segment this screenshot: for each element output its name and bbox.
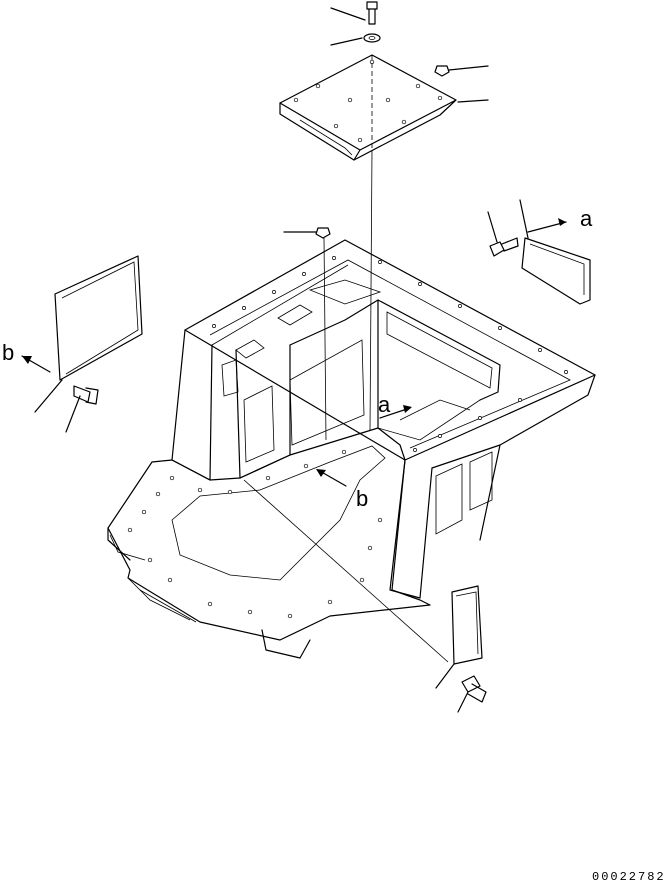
arrow-b-lower — [316, 469, 347, 487]
lower-access-cover[interactable] — [435, 585, 483, 689]
arrow-b-left — [21, 355, 51, 373]
right-access-cover[interactable] — [519, 199, 591, 305]
top-bolt[interactable] — [330, 1, 378, 25]
top-cover-plate[interactable] — [279, 54, 457, 161]
arrow-a-right — [527, 218, 567, 233]
center-nut[interactable] — [283, 227, 331, 239]
left-cover-leader — [34, 379, 63, 413]
left-access-cover[interactable] — [54, 255, 143, 381]
floor-plate-holes — [127, 449, 383, 619]
top-plate-assembly-line — [369, 149, 373, 431]
left-cover-bolt[interactable] — [65, 385, 99, 433]
arrow-a-inner — [379, 405, 412, 419]
top-washer[interactable] — [330, 33, 381, 46]
floor-plate — [107, 427, 431, 659]
cover-plate-nut[interactable] — [434, 65, 489, 77]
callout-a-right: a — [580, 206, 593, 231]
cover-plate-leader — [457, 99, 489, 103]
center-nut-assembly-line — [323, 237, 327, 441]
frame-rim-holes — [212, 256, 568, 452]
lower-cover-assembly-line — [243, 479, 449, 663]
main-frame — [171, 239, 596, 599]
callout-b-lower: b — [356, 486, 368, 511]
lower-cover-bolt[interactable] — [457, 675, 487, 713]
callout-b-left: b — [2, 340, 14, 365]
drawing-number: 00022782 — [592, 870, 666, 884]
right-cover-bolt[interactable] — [487, 211, 519, 257]
callout-a-inner: a — [378, 392, 391, 417]
